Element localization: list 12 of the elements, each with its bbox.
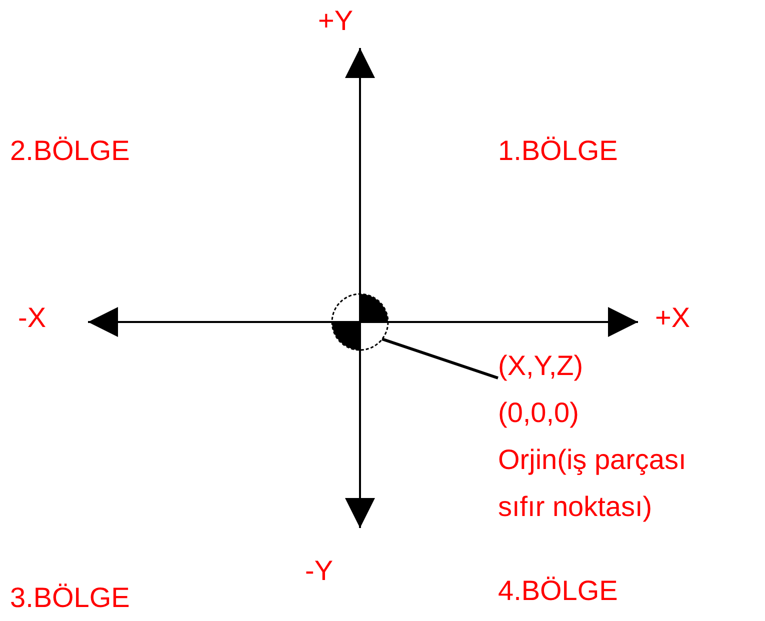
quadrant-label: 4.BÖLGE [498, 575, 618, 607]
axis-label: +X [655, 302, 690, 334]
axis-label: +Y [318, 5, 354, 37]
quadrant-label: 1.BÖLGE [498, 135, 618, 167]
origin-coordinates: (0,0,0) [498, 396, 580, 430]
quadrant-label: 3.BÖLGE [10, 582, 130, 614]
origin-coordinates: (X,Y,Z) [498, 349, 584, 383]
origin-description: Orjin(iş parçası sıfır noktası) [498, 443, 688, 524]
quadrant-label: 2.BÖLGE [10, 135, 130, 167]
axis-label: -Y [305, 555, 333, 587]
leader-line [382, 338, 498, 380]
axis-label: -X [18, 302, 46, 334]
